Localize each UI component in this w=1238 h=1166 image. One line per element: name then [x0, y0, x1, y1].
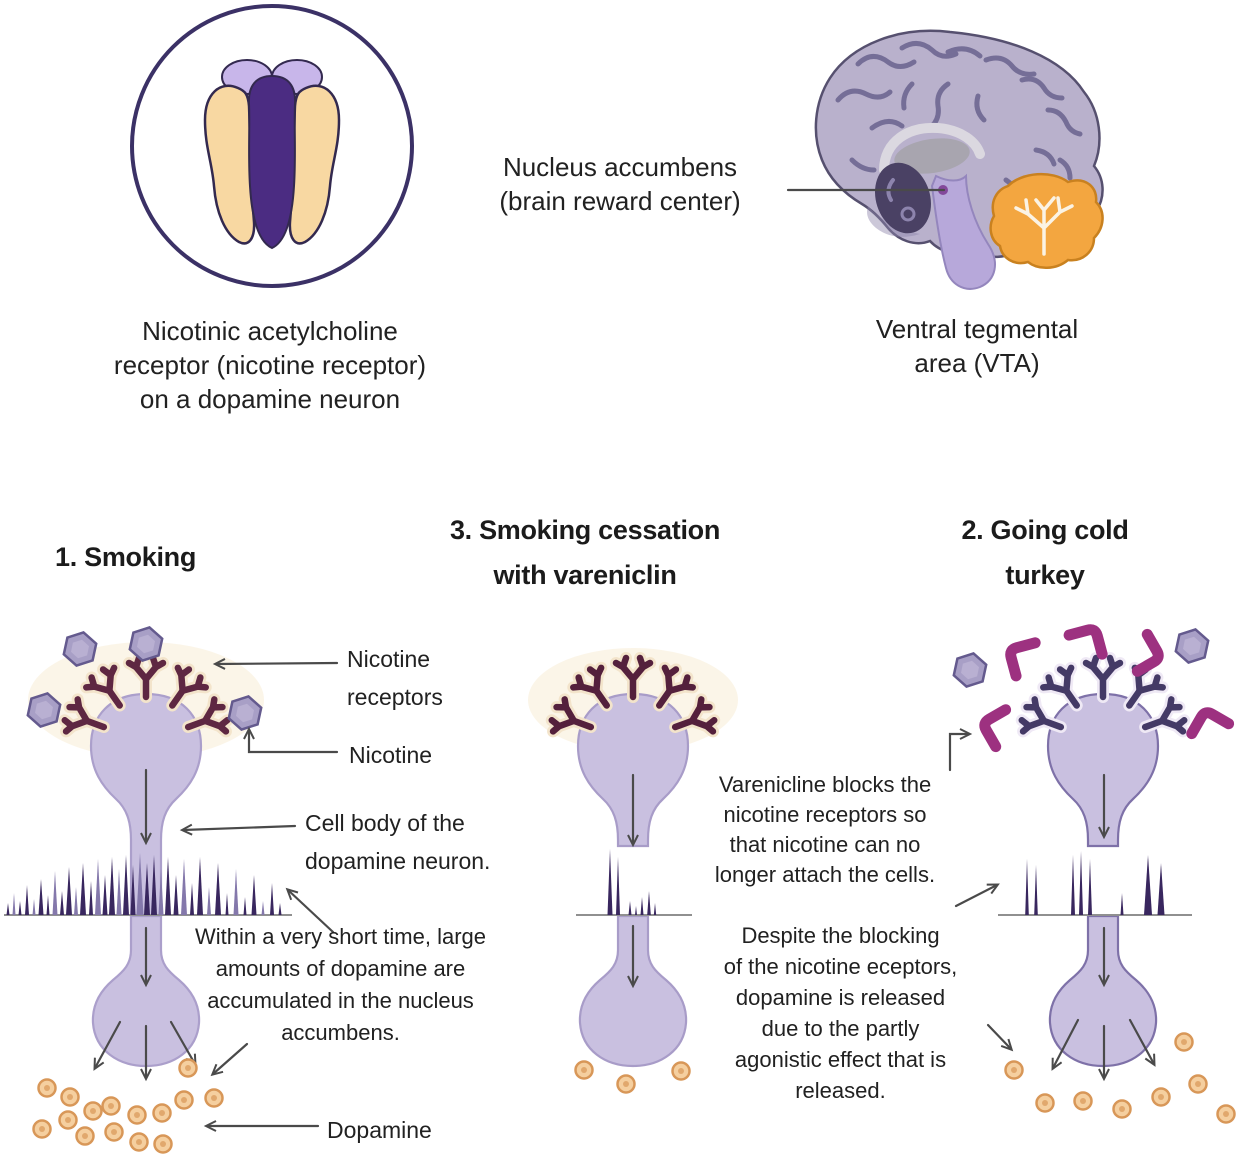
neuron-cell-bodies — [89, 692, 1160, 1068]
arrow-to-dots-1 — [210, 1042, 249, 1077]
release-arrow — [1051, 1018, 1080, 1071]
nicotine-molecules-layer — [26, 625, 1210, 732]
dopamine-dots-smoking — [32, 1058, 224, 1154]
arrow-nicotine — [243, 726, 339, 754]
label-despite-blocking: Despite the blocking of the nicotine ece… — [723, 923, 958, 1103]
receptor-caption: Nicotinic acetylcholine receptor (nicoti… — [113, 316, 427, 414]
label-dopamine-surge: Within a very short time, large amounts … — [195, 924, 486, 1045]
pointer-arrows — [93, 188, 1156, 1132]
dopamine-dots-cessation — [574, 1060, 691, 1094]
nicotinic-receptor-icon — [130, 4, 414, 288]
arrow-to-dots-2 — [986, 1023, 1014, 1052]
release-arrow — [169, 1020, 197, 1067]
label-nicotine: Nicotine — [349, 742, 433, 768]
brain-sagittal-icon — [814, 29, 1104, 290]
arrow-to-spikes-1 — [285, 887, 335, 934]
spike-train-smoking — [6, 853, 282, 915]
nicotine-molecules-smoking — [26, 625, 263, 732]
arrow-to-spikes-2 — [954, 883, 1000, 908]
dopamine-dots-cold_turkey — [1004, 1032, 1236, 1124]
label-varenicline-blocks: Varenicline blocks the nicotine receptor… — [714, 772, 936, 887]
spike-train-cessation — [607, 849, 657, 915]
nucleus-accumbens-label: Nucleus accumbens (brain reward center) — [499, 152, 741, 216]
varenicline-molecule — [982, 710, 1019, 747]
label-cell-body: Cell body of the dopamine neuron. — [305, 810, 491, 874]
heading-cold-turkey: 2. Going cold turkey — [961, 515, 1129, 590]
vta-label: Ventral tegmental area (VTA) — [875, 314, 1079, 378]
arrow-to-varenicline — [948, 728, 973, 772]
heading-cessation: 3. Smoking cessation with vareniclin — [449, 515, 721, 590]
dopamine-dots-layer — [32, 1032, 1236, 1154]
varenicline-molecule — [1009, 643, 1042, 676]
arrow-nicotine-receptors — [212, 658, 339, 670]
release-arrow — [93, 1020, 122, 1071]
nicotine-molecules-cold_turkey — [952, 627, 1210, 689]
release-arrow — [1128, 1018, 1156, 1067]
arrow-cell-body — [179, 823, 297, 836]
label-dopamine: Dopamine — [327, 1117, 432, 1143]
heading-smoking: 1. Smoking — [55, 542, 197, 572]
spike-trains — [6, 849, 1165, 915]
neuron-cessation — [576, 692, 690, 1068]
label-nicotine-receptors: Nicotine receptors — [347, 646, 443, 710]
varenicline-molecule — [1192, 710, 1229, 747]
varenicline-molecule — [1069, 628, 1102, 661]
neuron-cold_turkey — [1046, 692, 1160, 1068]
spike-train-cold_turkey — [1025, 851, 1165, 915]
